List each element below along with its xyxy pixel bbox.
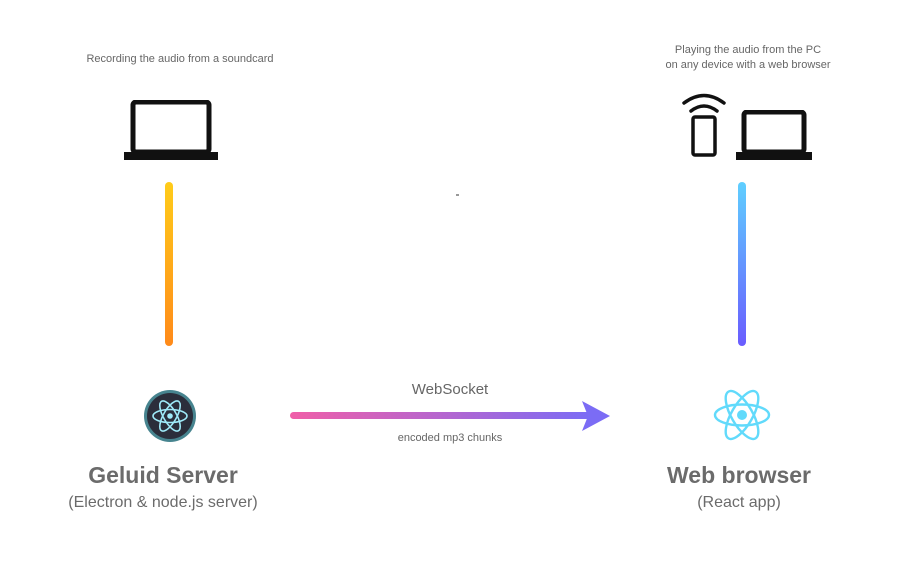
laptop-icon <box>124 100 218 160</box>
left-title: Geluid Server <box>88 462 238 488</box>
right-subtitle: (React app) <box>697 494 781 511</box>
connection-sublabel: encoded mp3 chunks <box>397 432 503 444</box>
right-title: Web browser <box>667 462 811 488</box>
speaker-phone-icon <box>682 93 726 157</box>
react-logo-icon <box>713 389 771 441</box>
websocket-arrow <box>290 401 610 431</box>
right-caption-line1: Playing the audio from the PC <box>674 44 822 56</box>
right-caption-line2: on any device with a web browser <box>665 59 831 71</box>
right-caption: Playing the audio from the PC on any dev… <box>620 43 876 73</box>
left-vertical-bar <box>165 182 173 346</box>
electron-logo-icon <box>144 390 196 442</box>
connection-label: WebSocket <box>411 381 489 398</box>
right-vertical-bar <box>738 182 746 346</box>
laptop-icon <box>736 110 812 160</box>
left-caption: Recording the audio from a soundcard <box>86 53 274 65</box>
small-dot <box>456 194 459 196</box>
left-subtitle: (Electron & node.js server) <box>68 494 258 511</box>
